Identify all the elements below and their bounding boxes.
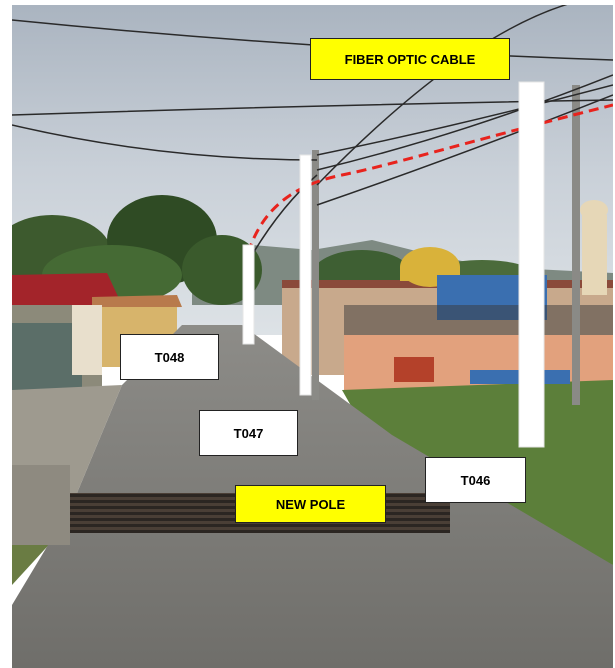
new-pole-label: NEW POLE <box>235 485 386 523</box>
pole-t046 <box>572 85 580 405</box>
new-pole-marker-t048 <box>242 244 255 345</box>
new-pole-marker-t047 <box>299 154 312 396</box>
pole-label-t048: T048 <box>120 334 219 380</box>
signboard <box>394 357 434 382</box>
pole-label-t047: T047 <box>199 410 298 456</box>
pole-label-t046: T046 <box>425 457 526 503</box>
street-photo <box>12 5 613 668</box>
new-pole-marker-t046 <box>518 81 545 448</box>
fiber-optic-cable-label: FIBER OPTIC CABLE <box>310 38 510 80</box>
pole-t047 <box>312 150 319 400</box>
